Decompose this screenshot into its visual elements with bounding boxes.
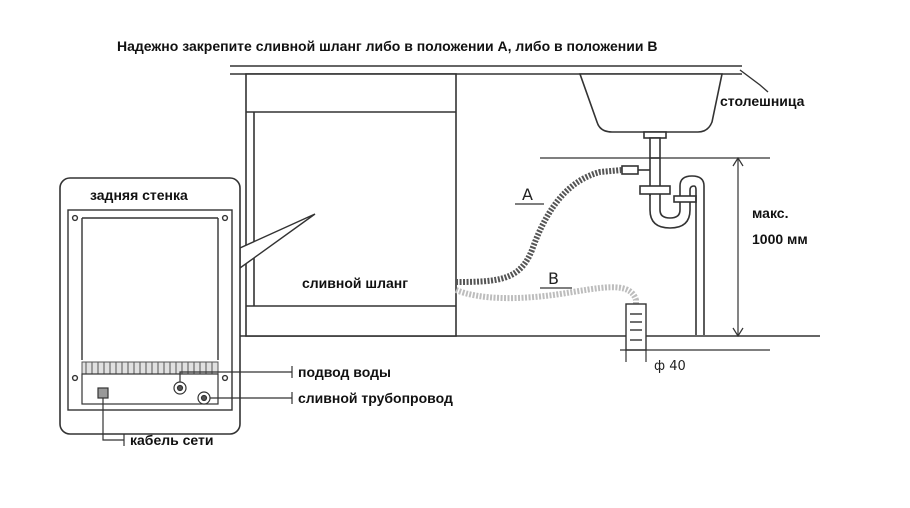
- countertop-leader: [739, 69, 769, 93]
- drain-hose-position-a: [455, 167, 623, 285]
- countertop-label: столешница: [720, 93, 805, 109]
- standpipe: [620, 303, 770, 362]
- back-wall-connectors: [81, 373, 219, 405]
- power-cable-label: кабель сети: [130, 432, 213, 448]
- max-height-label-line1: макс.: [752, 205, 788, 221]
- drain-hose-position-b: [454, 284, 639, 310]
- water-inlet-label: подвод воды: [298, 364, 391, 380]
- back-wall-label: задняя стенка: [90, 187, 188, 203]
- position-a-label: А: [522, 185, 533, 204]
- max-height-label-line2: 1000 мм: [752, 231, 808, 247]
- drain-pipe-label: сливной трубопровод: [298, 390, 453, 406]
- drain-hose-label: сливной шланг: [302, 275, 408, 291]
- dishwasher-body: [245, 73, 457, 337]
- pipe-diameter-label: ф 40: [654, 359, 686, 374]
- countertop: [230, 65, 742, 75]
- siphon-trap: [621, 158, 705, 335]
- diagram-title: Надежно закрепите сливной шланг либо в п…: [117, 38, 657, 54]
- connector-leaders: [102, 366, 293, 446]
- position-b-label: В: [548, 269, 559, 288]
- sink-basin: [578, 73, 723, 159]
